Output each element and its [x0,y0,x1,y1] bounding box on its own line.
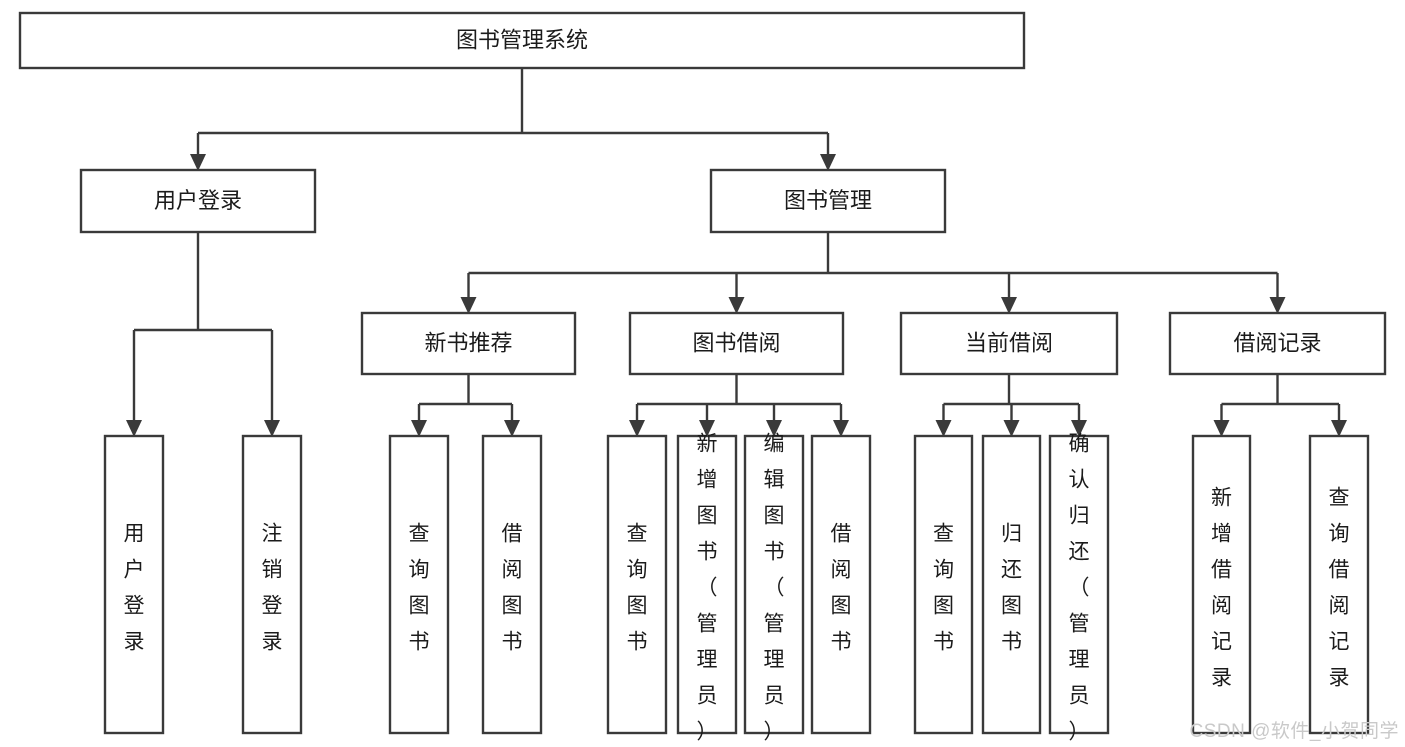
node-box[interactable] [1308,434,1370,735]
node-label: 新增借阅记录 [1211,487,1232,690]
node-label: 归还图书 [1001,523,1022,654]
edge-group-l2a [411,374,520,437]
node-leaf11[interactable]: 确认归还（管理员） [1048,433,1110,744]
node-label: 借阅图书 [502,523,523,654]
node-label: 借阅图书 [831,523,852,654]
node-l1a[interactable]: 用户登录 [79,168,317,234]
node-label: 新增图书（管理员） [697,433,718,744]
node-leaf13[interactable]: 查询借阅记录 [1308,434,1370,735]
node-box[interactable] [709,168,947,234]
node-label: 查询借阅记录 [1329,487,1350,690]
node-box[interactable] [981,434,1042,735]
node-label: 用户登录 [154,188,242,213]
node-l1b[interactable]: 图书管理 [709,168,947,234]
node-leaf12[interactable]: 新增借阅记录 [1191,434,1252,735]
edge-group-l1b [460,232,1286,314]
node-label: 新书推荐 [424,330,512,355]
edge-group-l2b [629,374,849,437]
node-leaf07[interactable]: 编辑图书（管理员） [743,433,805,744]
node-box[interactable] [676,434,738,735]
node-box[interactable] [103,434,165,735]
node-box[interactable] [388,434,450,735]
node-leaf01[interactable]: 用户登录 [103,434,165,735]
node-label: 查询图书 [409,523,430,654]
node-box[interactable] [606,434,668,735]
edge-group-l1a [126,232,280,437]
node-leaf05[interactable]: 查询图书 [606,434,668,735]
node-box[interactable] [628,311,845,376]
node-box[interactable] [743,434,805,735]
node-root[interactable]: 图书管理系统 [18,11,1026,70]
node-label: 查询图书 [627,523,648,654]
node-leaf10[interactable]: 归还图书 [981,434,1042,735]
node-box[interactable] [1048,434,1110,735]
node-leaf02[interactable]: 注销登录 [241,434,303,735]
node-label: 确认归还（管理员） [1069,433,1090,744]
node-leaf06[interactable]: 新增图书（管理员） [676,433,738,744]
node-box[interactable] [1168,311,1387,376]
node-label: 注销登录 [262,523,283,654]
node-leaf08[interactable]: 借阅图书 [810,434,872,735]
node-box[interactable] [1191,434,1252,735]
node-label: 图书管理系统 [456,27,588,52]
node-l2c[interactable]: 当前借阅 [899,311,1119,376]
edge-group-root [190,68,836,171]
node-box[interactable] [913,434,974,735]
node-label: 借阅记录 [1233,330,1321,355]
node-leaf03[interactable]: 查询图书 [388,434,450,735]
node-label: 用户登录 [124,523,145,654]
node-l2b[interactable]: 图书借阅 [628,311,845,376]
node-box[interactable] [899,311,1119,376]
node-label: 图书管理 [784,188,872,213]
node-box[interactable] [360,311,577,376]
node-label: 编辑图书（管理员） [764,433,785,744]
node-l2a[interactable]: 新书推荐 [360,311,577,376]
node-label: 查询图书 [933,523,954,654]
node-leaf04[interactable]: 借阅图书 [481,434,543,735]
nodes-layer: 图书管理系统用户登录图书管理新书推荐图书借阅当前借阅借阅记录用户登录注销登录查询… [18,11,1387,744]
node-box[interactable] [241,434,303,735]
node-label: 图书借阅 [692,330,780,355]
node-leaf09[interactable]: 查询图书 [913,434,974,735]
node-box[interactable] [810,434,872,735]
edge-group-l2d [1213,374,1347,437]
node-box[interactable] [481,434,543,735]
node-l2d[interactable]: 借阅记录 [1168,311,1387,376]
node-box[interactable] [18,11,1026,70]
edges-layer [126,68,1347,437]
node-box[interactable] [79,168,317,234]
edge-group-l2c [935,374,1087,437]
node-label: 当前借阅 [965,330,1053,355]
